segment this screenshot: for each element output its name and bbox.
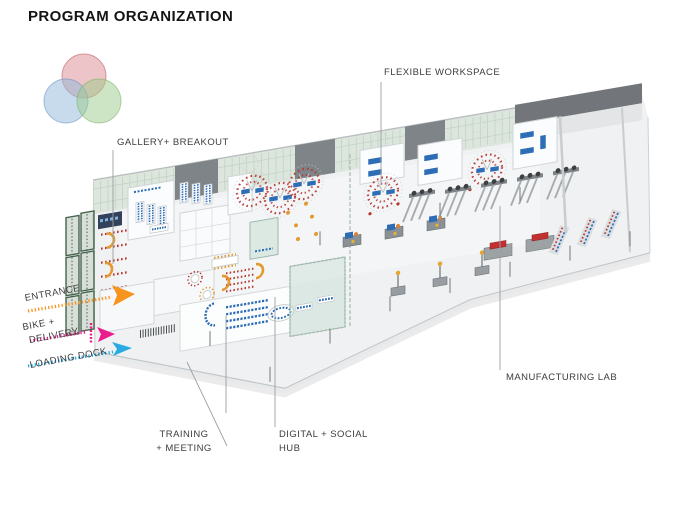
mid-glass-room (249, 216, 279, 260)
gallery-breakout-zone (98, 172, 253, 307)
entrance-arrowhead (112, 285, 135, 306)
label-training-line1: TRAINING (159, 429, 209, 440)
floor-front-edge (94, 252, 651, 389)
flow-arrows (27, 285, 135, 368)
auditorium-rows (224, 297, 270, 331)
loading-dock-arrowhead (112, 342, 132, 356)
label-manufacturing-lab: MANUFACTURING LAB (506, 372, 618, 383)
cafe-seating-grid (226, 267, 254, 293)
label-flexible-workspace: FLEXIBLE WORKSPACE (384, 67, 501, 78)
entry-trellis (65, 210, 95, 337)
manufacturing-lab-zone (342, 155, 623, 297)
flexible-workspace-zone (359, 116, 558, 216)
social-cafe-zone (187, 201, 318, 303)
label-digital-hub-line2: HUB (279, 442, 301, 454)
cafe-chairs-yellow (286, 201, 318, 242)
bike-delivery-arrowhead (97, 327, 115, 342)
wall-panel-2 (295, 138, 335, 180)
page-title: PROGRAM ORGANIZATION (28, 8, 234, 25)
oval-conference-table (267, 304, 295, 322)
label-digital-social-hub: DIGITAL + SOCIAL HUB (279, 428, 368, 456)
label-digital-hub-line1: DIGITAL + SOCIAL (279, 429, 368, 440)
label-gallery-breakout: GALLERY+ BREAKOUT (117, 137, 229, 148)
cnc-machines (342, 215, 446, 248)
digital-social-hub (289, 255, 346, 338)
leader-lines (112, 82, 501, 447)
bike-delivery-arrow (29, 323, 115, 343)
entrance-arrow (27, 285, 135, 313)
loading-dock-arrow (27, 342, 132, 368)
structural-columns (209, 186, 631, 382)
building-illustration (65, 83, 651, 398)
bike-rack (140, 323, 176, 339)
floor-shadow (93, 253, 651, 398)
training-leader-2 (186, 361, 228, 447)
label-training-line2: + MEETING (156, 442, 212, 454)
label-training-meeting: TRAINING + MEETING (148, 428, 220, 456)
venn-circle-green (76, 78, 122, 124)
u-shaped-bench (204, 302, 216, 327)
breakout-room-grid (179, 204, 231, 262)
long-table (211, 254, 239, 269)
training-meeting-zone (179, 285, 295, 352)
venn-diagram (43, 53, 122, 124)
right-end-rooms (558, 107, 631, 253)
